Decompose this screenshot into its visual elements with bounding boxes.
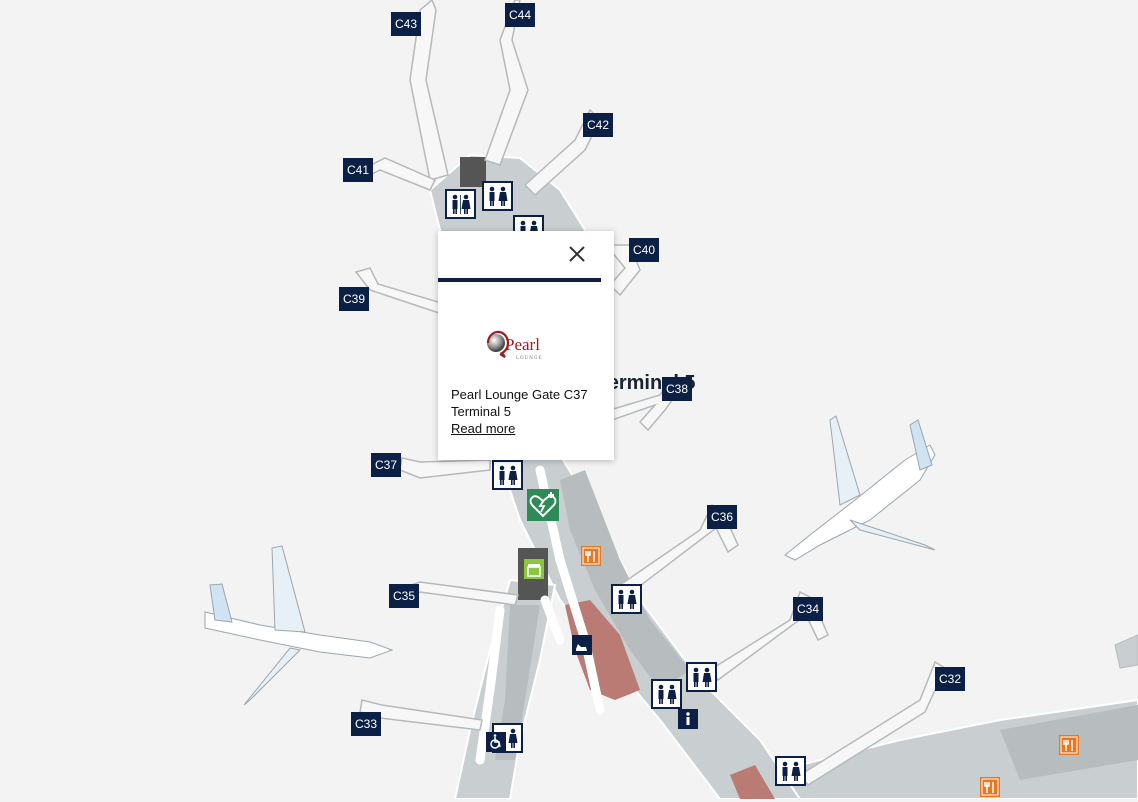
gate-c32[interactable]: C32	[935, 667, 966, 691]
gate-c40[interactable]: C40	[629, 238, 660, 262]
restroom-icon[interactable]	[686, 662, 717, 692]
restroom-icon[interactable]	[775, 756, 806, 786]
popup-subtitle: Terminal 5	[451, 404, 511, 419]
gate-c43[interactable]: C43	[391, 12, 422, 36]
close-icon[interactable]	[566, 243, 588, 265]
popup-title: Pearl Lounge Gate C37	[451, 387, 588, 402]
gate-c36[interactable]: C36	[707, 505, 738, 529]
logo-text: Pearl	[505, 335, 540, 354]
logo-subtext: LOUNGE	[516, 356, 543, 361]
dining-icon[interactable]	[581, 546, 601, 566]
lounge-icon[interactable]	[572, 635, 592, 655]
accessible-icon[interactable]	[486, 732, 506, 752]
gate-c34[interactable]: C34	[793, 597, 824, 621]
shop-icon[interactable]	[524, 559, 544, 579]
gate-c42[interactable]: C42	[583, 113, 614, 137]
aircraft-left-icon	[204, 545, 394, 706]
dining-icon[interactable]	[1059, 735, 1079, 755]
lounge-popup: Pearl LOUNGE Pearl Lounge Gate C37 Termi…	[438, 231, 614, 460]
restroom-icon[interactable]	[482, 181, 513, 211]
gate-c44[interactable]: C44	[505, 3, 536, 27]
gate-c39[interactable]: C39	[339, 287, 370, 311]
gate-c41[interactable]: C41	[343, 158, 374, 182]
gate-c38[interactable]: C38	[662, 377, 693, 401]
pearl-lounge-logo: Pearl LOUNGE	[482, 327, 554, 363]
gate-c37[interactable]: C37	[371, 453, 402, 477]
read-more-link[interactable]: Read more	[451, 421, 516, 436]
restroom-icon[interactable]	[651, 679, 682, 709]
restroom-icon[interactable]	[611, 584, 642, 614]
restroom-icon[interactable]	[492, 460, 523, 490]
restroom-icon[interactable]	[445, 189, 476, 219]
information-icon[interactable]	[678, 709, 698, 729]
aircraft-right-icon	[784, 415, 936, 561]
gate-c35[interactable]: C35	[389, 584, 420, 608]
dining-icon[interactable]	[980, 777, 1000, 797]
gate-c33[interactable]: C33	[351, 712, 382, 736]
popup-divider	[438, 278, 601, 282]
defibrillator-icon[interactable]	[527, 489, 559, 521]
